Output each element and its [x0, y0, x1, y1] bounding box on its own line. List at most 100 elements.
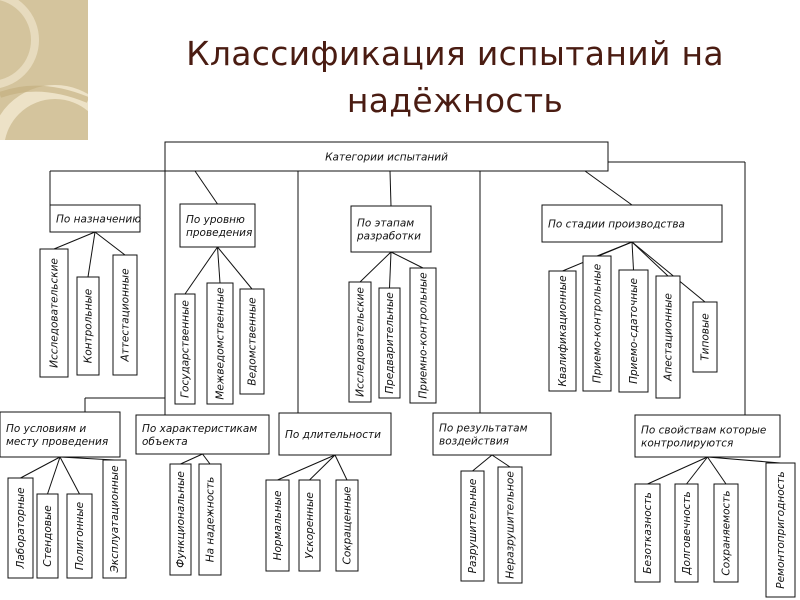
connector-line: [94, 231, 126, 256]
item-box: Долговечность: [674, 483, 699, 583]
item-box-frame: [39, 248, 69, 378]
item-box: Приемо-сдаточные: [618, 269, 649, 393]
top-group-box-frame: [49, 204, 141, 233]
item-box-frame: [497, 466, 523, 584]
item-box-frame: [265, 479, 290, 572]
connector-line: [390, 251, 424, 269]
connector-line: [47, 456, 61, 495]
connector-line: [180, 453, 203, 465]
item-box-frame: [76, 276, 100, 376]
item-box-frame: [582, 255, 612, 392]
item-box: Приемо-контрольные: [582, 255, 612, 392]
bottom-group-box-label: По свойствам которые: [641, 425, 766, 437]
item-label: Полигонные: [74, 502, 86, 570]
item-box-frame: [765, 462, 796, 598]
connector-line: [277, 454, 336, 481]
item-box-frame: [378, 287, 401, 399]
bottom-group-box-label: По характеристикам: [142, 423, 257, 435]
bottom-group-box-label: воздействия: [439, 436, 509, 448]
item-box-frame: [655, 275, 681, 399]
connector-line: [686, 456, 708, 485]
connector-line: [707, 456, 781, 464]
top-group-box-label: разработки: [356, 231, 421, 243]
item-box-frame: [548, 270, 577, 392]
item-box: Государственные: [174, 293, 196, 405]
item-box: Квалификационные: [548, 270, 577, 392]
connector-line: [59, 456, 80, 495]
top-group-box-label: По назначению: [56, 214, 141, 226]
item-box: Функциональные: [169, 463, 192, 576]
connector-line: [631, 241, 706, 303]
item-box: Ведомственные: [239, 288, 265, 395]
bottom-group-box-label: По условиям и: [6, 423, 86, 435]
connector-line: [631, 241, 669, 277]
item-label: Безотказность: [642, 492, 654, 574]
bottom-group-box-label: объекта: [142, 436, 188, 448]
item-label: Неразрушительное: [505, 471, 517, 579]
top-group-box: По назначению: [49, 204, 141, 233]
connector-line: [707, 456, 727, 485]
item-label: Аттестационные: [120, 268, 132, 362]
item-label: Межведомственные: [215, 287, 227, 399]
bottom-group-box-frame: [0, 411, 121, 458]
item-label: Ведомственные: [247, 297, 259, 385]
item-label: На надежность: [205, 477, 217, 563]
item-label: Нормальные: [272, 491, 284, 561]
connector-line: [584, 170, 633, 206]
item-label: Сокращенные: [342, 486, 354, 564]
connector-line: [334, 454, 348, 481]
item-box-frame: [460, 470, 485, 582]
item-box: Типовые: [692, 301, 718, 373]
item-box-frame: [335, 479, 359, 572]
connector-line: [596, 241, 633, 257]
item-box-frame: [102, 459, 127, 579]
item-label: Лабораторные: [15, 487, 27, 569]
item-box-frame: [674, 483, 699, 583]
item-box: Аттестационные: [112, 254, 138, 376]
connector-line: [631, 241, 634, 271]
top-group-box-frame: [179, 203, 256, 248]
root-category-box: Категории испытаний: [164, 141, 609, 172]
item-box-frame: [618, 269, 649, 393]
item-label: Функциональные: [175, 471, 187, 568]
connector-line: [647, 456, 708, 485]
top-group-box-label: проведения: [186, 227, 252, 239]
connector-lines: [20, 161, 781, 495]
item-box: Полигонные: [66, 493, 93, 579]
top-group-box-label: По стадии производства: [548, 219, 685, 231]
item-label: Государственные: [180, 300, 192, 398]
item-box-frame: [198, 463, 222, 576]
item-box: Ремонтопригодность: [765, 462, 796, 598]
connector-line: [202, 453, 211, 465]
item-label: Апестационные: [663, 293, 675, 382]
item-label: Стендовые: [42, 505, 54, 566]
item-box-frame: [692, 301, 718, 373]
item-label: Приемо-контрольные: [592, 264, 604, 383]
connector-line: [472, 454, 493, 472]
item-label: Эксплуатационные: [109, 465, 121, 573]
item-box-frame: [169, 463, 192, 576]
connector-line: [309, 454, 336, 481]
connector-line: [53, 231, 96, 250]
root-category-box-frame: [164, 141, 609, 172]
item-box: Межведомственные: [206, 282, 234, 405]
top-group-box-label: По этапам: [357, 218, 414, 230]
bottom-group-box-label: По длительности: [285, 429, 381, 441]
item-label: Предварительные: [384, 292, 396, 393]
item-box: Апестационные: [655, 275, 681, 399]
item-box-frame: [713, 483, 739, 583]
item-box-frame: [239, 288, 265, 395]
bottom-group-box-label: контролируются: [641, 438, 733, 450]
item-box: Неразрушительное: [497, 466, 523, 584]
connector-line: [217, 246, 221, 284]
item-label: Контрольные: [83, 289, 95, 363]
item-box-frame: [112, 254, 138, 376]
item-box: На надежность: [198, 463, 222, 576]
item-label: Сохраняемость: [721, 490, 733, 575]
connector-line: [359, 251, 392, 283]
